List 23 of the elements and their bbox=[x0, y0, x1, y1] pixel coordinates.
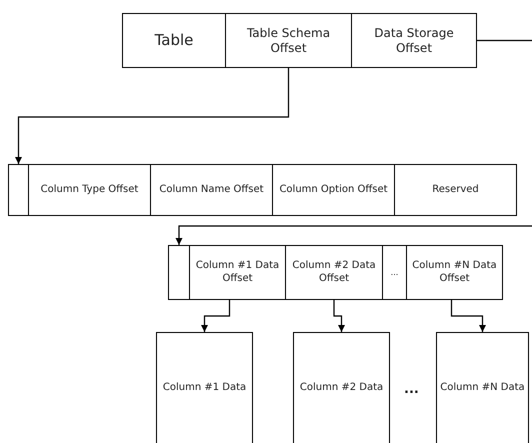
connector-line bbox=[477, 40, 532, 42]
record-field: Column #2 Data Offset bbox=[285, 245, 383, 300]
arrow bbox=[450, 300, 486, 332]
arrow bbox=[201, 300, 230, 332]
arrow bbox=[15, 68, 290, 164]
record-field: Reserved bbox=[394, 164, 517, 216]
arrow bbox=[333, 300, 345, 332]
data-block: Column #N Data bbox=[436, 332, 529, 443]
record-field: Table Schema Offset bbox=[225, 13, 352, 68]
record-field: Data Storage Offset bbox=[351, 13, 477, 68]
arrow bbox=[176, 225, 532, 245]
data-block: Column #1 Data bbox=[156, 332, 253, 443]
record-field: Column Option Offset bbox=[272, 164, 395, 216]
ellipsis-text: ... bbox=[404, 382, 419, 397]
record-field: Column Type Offset bbox=[28, 164, 151, 216]
record-field: ... bbox=[382, 245, 407, 300]
record-field: Column #1 Data Offset bbox=[189, 245, 286, 300]
record-field: Column Name Offset bbox=[150, 164, 273, 216]
record-field: Table bbox=[122, 13, 226, 68]
data-block: Column #2 Data bbox=[293, 332, 390, 443]
empty-record-field bbox=[8, 164, 29, 216]
record-field: Column #N Data Offset bbox=[406, 245, 503, 300]
empty-record-field bbox=[168, 245, 190, 300]
